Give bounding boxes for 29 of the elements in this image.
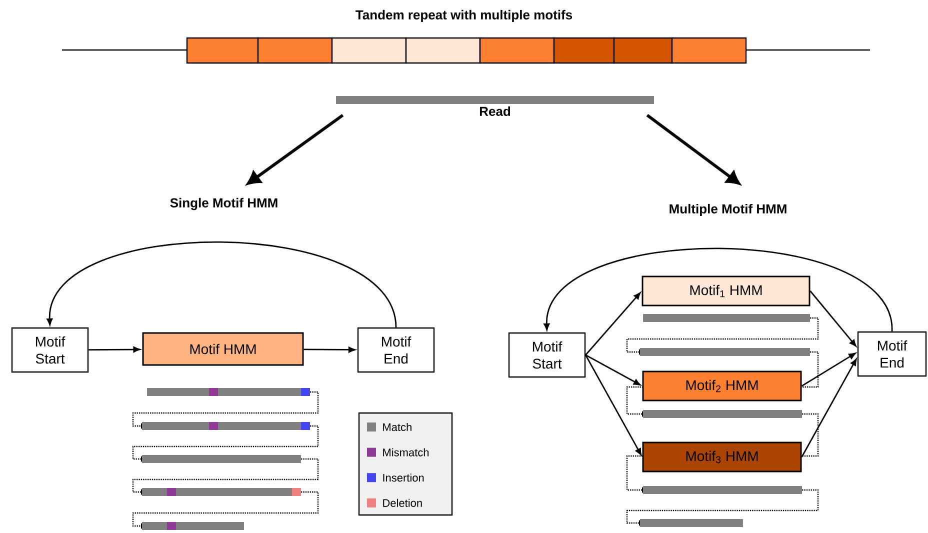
arrow: [585, 354, 641, 386]
legend-label: Insertion: [383, 474, 424, 482]
arrow: [585, 354, 642, 456]
arrow: [810, 290, 856, 347]
title: Tandem repeat with multiple motifs: [356, 10, 572, 22]
arrow: [585, 292, 641, 356]
read-bar: Read: [336, 96, 654, 116]
hmm-box: Motif$_{3}$ HMM: [642, 442, 802, 472]
node-label: Read: [480, 106, 510, 116]
arrow: [247, 114, 344, 185]
state-box: Motif End: [857, 331, 927, 377]
state-box: Motif Start: [508, 332, 586, 378]
arrow: [544, 248, 893, 332]
legend-label: Match: [383, 422, 412, 432]
arrow: [801, 352, 856, 387]
legend-label: Deletion: [383, 498, 422, 507]
hmm-box: Motif$_{2}$ HMM: [642, 370, 802, 402]
hmm-box: Motif$_{1}$ HMM: [642, 276, 810, 306]
hmm-box: Motif HMM: [142, 332, 304, 366]
arrow: [88, 346, 140, 352]
arrow: [304, 346, 356, 353]
arrow: [801, 358, 857, 458]
section-heading: Single Motif HMM: [170, 198, 278, 210]
arrow: [646, 114, 740, 185]
state-box: Motif End: [357, 327, 435, 373]
state-box: Motif Start: [11, 327, 89, 373]
legend-label: Mismatch: [383, 448, 429, 456]
arrow: [46, 241, 397, 328]
section-heading: Multiple Motif HMM: [670, 204, 786, 216]
